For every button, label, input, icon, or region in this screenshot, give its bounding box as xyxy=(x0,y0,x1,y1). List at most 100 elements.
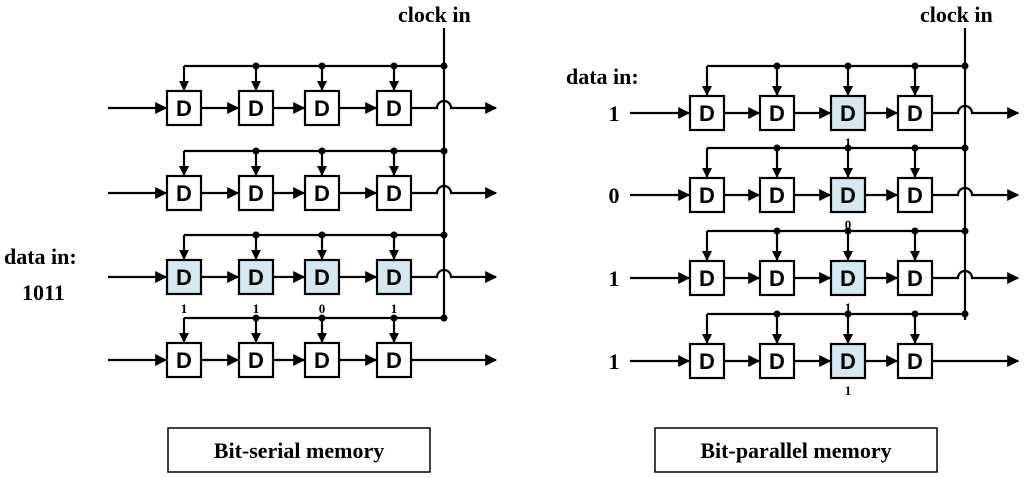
parallel-row-inputs: 1 0 1 1 xyxy=(609,101,620,374)
parallel-d-label: D xyxy=(769,349,785,374)
serial-bit-label: 1 xyxy=(181,301,188,316)
parallel-d-label: D xyxy=(769,266,785,291)
parallel-data-out-arrow xyxy=(932,269,1020,284)
serial-data-out-arrow xyxy=(411,268,498,283)
parallel-d-label: D xyxy=(699,349,715,374)
parallel-d-flipflop xyxy=(688,176,726,214)
parallel-caption: Bit-parallel memory xyxy=(700,438,891,463)
parallel-junction-dot xyxy=(961,62,969,70)
serial-caption-box xyxy=(167,427,431,473)
serial-d-label: D xyxy=(248,181,264,206)
parallel-bit-label: 1 xyxy=(845,300,852,315)
serial-junction-dot xyxy=(440,62,448,70)
serial-d-flipflop xyxy=(303,258,341,296)
serial-d-label: D xyxy=(314,181,330,206)
parallel-d-flipflop xyxy=(896,94,934,132)
parallel-row-input: 1 xyxy=(609,266,620,291)
parallel-d-flipflop xyxy=(758,342,796,380)
serial-d-label: D xyxy=(176,348,192,373)
parallel-row-input: 0 xyxy=(609,183,620,208)
serial-d-label: D xyxy=(314,96,330,121)
serial-data-out-arrow xyxy=(411,184,498,199)
serial-wiring xyxy=(108,28,498,366)
serial-d-flipflop xyxy=(303,174,341,212)
parallel-d-label: D xyxy=(699,101,715,126)
parallel-wiring xyxy=(630,28,1020,367)
serial-d-flipflop xyxy=(375,89,413,127)
serial-d-label: D xyxy=(386,265,402,290)
serial-d-flipflop xyxy=(237,89,275,127)
parallel-d-label: D xyxy=(840,349,856,374)
serial-d-label: D xyxy=(176,265,192,290)
serial-junction-dot xyxy=(440,231,448,239)
parallel-bit-labels: 1 0 1 1 xyxy=(845,135,852,398)
serial-d-flipflop xyxy=(165,341,203,379)
serial-d-flipflop xyxy=(237,341,275,379)
serial-d-label: D xyxy=(314,348,330,373)
parallel-d-label: D xyxy=(907,349,923,374)
serial-data-value: 1011 xyxy=(22,280,65,305)
parallel-d-label: D xyxy=(769,183,785,208)
parallel-d-flipflop xyxy=(896,259,934,297)
serial-d-label: D xyxy=(386,348,402,373)
parallel-d-flipflop xyxy=(758,94,796,132)
parallel-d-label: D xyxy=(840,266,856,291)
serial-bit-labels: 1 1 0 1 xyxy=(181,301,398,316)
parallel-junction-dot xyxy=(961,310,969,318)
serial-d-flipflop xyxy=(237,174,275,212)
serial-data-out-arrow xyxy=(411,99,498,114)
serial-d-label: D xyxy=(248,96,264,121)
parallel-d-flipflop xyxy=(829,342,867,380)
serial-d-flipflop xyxy=(165,89,203,127)
parallel-caption-box xyxy=(654,427,938,473)
serial-bit-label: 1 xyxy=(391,301,398,316)
parallel-d-label: D xyxy=(907,266,923,291)
serial-d-label: D xyxy=(248,265,264,290)
parallel-junction-dot xyxy=(961,144,969,152)
serial-caption: Bit-serial memory xyxy=(214,438,384,463)
serial-d-label: D xyxy=(386,96,402,121)
parallel-d-label: D xyxy=(840,183,856,208)
parallel-d-flipflop xyxy=(758,176,796,214)
parallel-bit-label: 1 xyxy=(845,383,852,398)
parallel-row-input: 1 xyxy=(609,101,620,126)
serial-d-flipflop xyxy=(165,174,203,212)
serial-d-flipflop xyxy=(375,258,413,296)
parallel-d-label: D xyxy=(907,101,923,126)
serial-d-label: D xyxy=(386,181,402,206)
serial-junction-dot xyxy=(440,147,448,155)
parallel-d-flipflop xyxy=(896,342,934,380)
parallel-d-label: D xyxy=(699,266,715,291)
parallel-d-flipflop xyxy=(896,176,934,214)
parallel-d-flipflop xyxy=(829,259,867,297)
parallel-d-label: D xyxy=(769,101,785,126)
serial-d-flipflop xyxy=(303,89,341,127)
parallel-d-label: D xyxy=(840,101,856,126)
serial-clock-label: clock in xyxy=(398,2,471,27)
parallel-d-flipflop xyxy=(688,259,726,297)
serial-d-flipflop xyxy=(303,341,341,379)
serial-bit-label: 1 xyxy=(253,301,260,316)
parallel-d-label: D xyxy=(907,183,923,208)
parallel-d-flipflop xyxy=(829,94,867,132)
serial-d-flipflop xyxy=(237,258,275,296)
serial-bit-label: 0 xyxy=(319,301,326,316)
parallel-data-label: data in: xyxy=(566,64,639,89)
serial-d-label: D xyxy=(176,181,192,206)
parallel-row-input: 1 xyxy=(609,349,620,374)
parallel-d-flipflop xyxy=(688,342,726,380)
parallel-data-out-arrow xyxy=(932,104,1020,119)
parallel-data-out-arrow xyxy=(932,186,1020,201)
parallel-d-flipflop xyxy=(688,94,726,132)
parallel-d-flipflop xyxy=(758,259,796,297)
parallel-clock-label: clock in xyxy=(920,2,993,27)
serial-d-flipflop xyxy=(375,341,413,379)
parallel-bit-label: 0 xyxy=(845,217,852,232)
serial-d-label: D xyxy=(248,348,264,373)
serial-data-label: data in: xyxy=(4,244,77,269)
parallel-d-flipflop xyxy=(829,176,867,214)
parallel-bit-label: 1 xyxy=(845,135,852,150)
serial-d-flipflop xyxy=(375,174,413,212)
